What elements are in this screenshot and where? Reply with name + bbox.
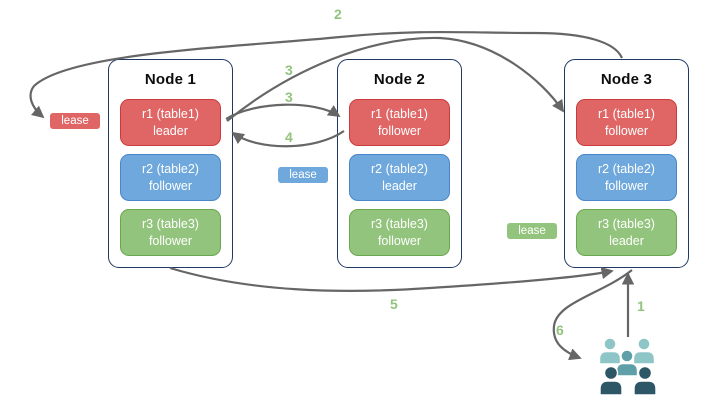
step-label-3a: 3	[285, 62, 293, 78]
node-1-box: Node 1 r1 (table1) leader r2 (table2) fo…	[108, 59, 233, 268]
users-icon	[598, 337, 657, 396]
replica-name: r3 (table3)	[371, 217, 428, 231]
replica-role: follower	[377, 233, 422, 248]
replica-role: follower	[148, 233, 193, 248]
replica-role: follower	[148, 178, 193, 193]
lease-badge-node2: lease	[277, 166, 329, 184]
step-label-3b: 3	[285, 89, 293, 105]
node-2-replica-r3: r3 (table3) follower	[349, 209, 450, 256]
step-label-5: 5	[390, 296, 398, 312]
node-3-replica-r1: r1 (table1) follower	[576, 99, 677, 146]
node-2-box: Node 2 r1 (table1) follower r2 (table2) …	[337, 59, 462, 268]
node-3-box: Node 3 r1 (table1) follower r2 (table2) …	[564, 59, 689, 268]
node-2-replica-r1: r1 (table1) follower	[349, 99, 450, 146]
node-3-replica-r2: r2 (table2) follower	[576, 154, 677, 201]
replica-name: r1 (table1)	[598, 107, 655, 121]
node-3-title: Node 3	[600, 71, 653, 88]
replica-role: leader	[609, 233, 644, 248]
replica-role: follower	[604, 178, 649, 193]
arrow-step-5-node1-to-node3	[169, 266, 614, 292]
replica-name: r3 (table3)	[598, 217, 655, 231]
step-label-6: 6	[556, 322, 564, 338]
node-3-replica-r3: r3 (table3) leader	[576, 209, 677, 256]
arrow-step-6-node3-to-users	[552, 269, 633, 361]
lease-badge-node3: lease	[506, 222, 558, 240]
replica-name: r2 (table2)	[371, 162, 428, 176]
node-2-replica-r2: r2 (table2) leader	[349, 154, 450, 201]
node-1-replica-r3: r3 (table3) follower	[120, 209, 221, 256]
node-1-replica-r2: r2 (table2) follower	[120, 154, 221, 201]
replica-role: leader	[153, 123, 188, 138]
step-label-2: 2	[334, 6, 342, 22]
node-1-title: Node 1	[144, 71, 197, 88]
replica-role: follower	[377, 123, 422, 138]
step-label-4: 4	[285, 129, 293, 145]
arrow-step-3-leader-to-node2	[225, 103, 341, 120]
replica-name: r2 (table2)	[598, 162, 655, 176]
replica-role: leader	[382, 178, 417, 193]
lease-badge-node1: lease	[49, 112, 101, 130]
replica-name: r1 (table1)	[142, 107, 199, 121]
node-1-replica-r1: r1 (table1) leader	[120, 99, 221, 146]
replica-role: follower	[604, 123, 649, 138]
replica-name: r3 (table3)	[142, 217, 199, 231]
node-2-title: Node 2	[373, 71, 426, 88]
replica-name: r1 (table1)	[371, 107, 428, 121]
replica-name: r2 (table2)	[142, 162, 199, 176]
step-label-1: 1	[637, 298, 645, 314]
